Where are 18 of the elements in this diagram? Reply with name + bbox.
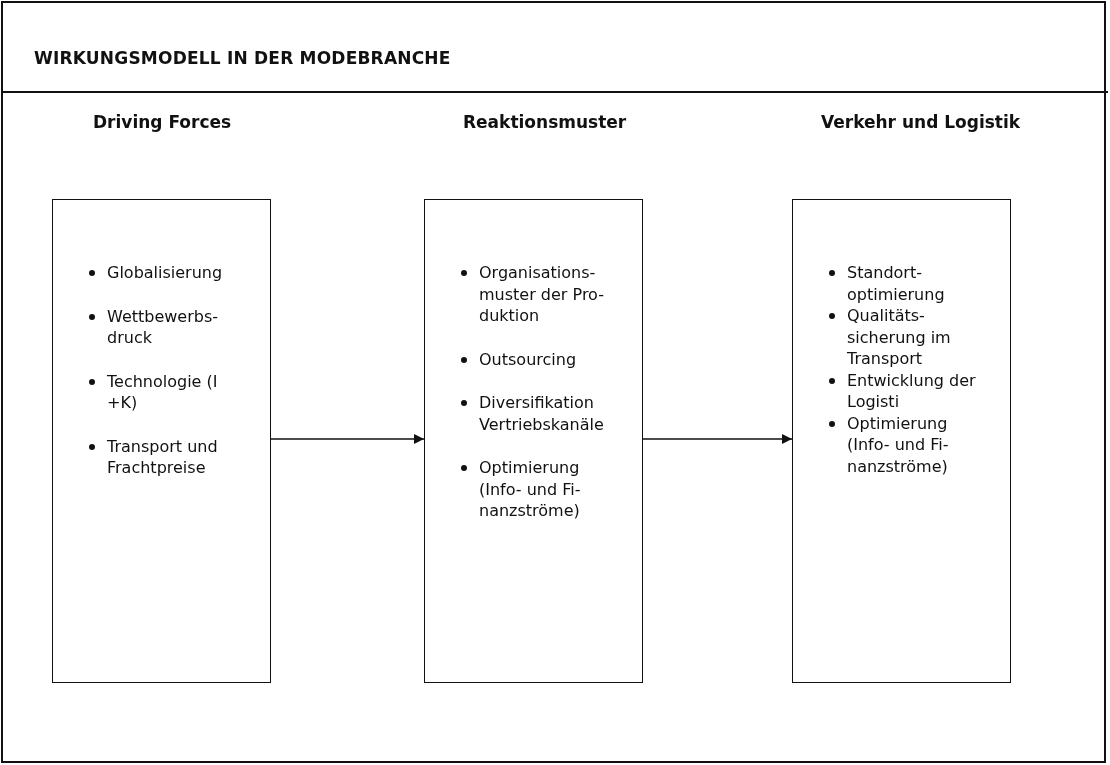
- bullet-item: Globalisierung: [107, 263, 223, 282]
- arrow: [270, 434, 425, 444]
- arrow: [642, 434, 793, 444]
- bullet-item: Diversifikation Vertriebskanäle: [479, 393, 604, 434]
- bullet-item: Standort- optimierung: [847, 263, 945, 304]
- bullet-item: Outsourcing: [479, 349, 577, 369]
- diagram-title: WIRKUNGSMODELL IN DER MODEBRANCHE: [34, 48, 451, 68]
- column-heading: Verkehr und Logistik: [821, 112, 1021, 132]
- bullet-item: Optimierung (Info- und Fi- nanzströme): [847, 413, 949, 476]
- bullet-item: Organisations- muster der Pro- duktion: [479, 263, 604, 325]
- bullet-item: Optimierung (Info- und Fi- nanzströme): [479, 458, 581, 520]
- bullet-item: Qualitäts- sicherung im Transport: [847, 306, 951, 368]
- bullet-item: Transport und Frachtpreise: [107, 436, 218, 477]
- column-heading: Reaktionsmuster: [463, 112, 627, 132]
- column-heading: Driving Forces: [93, 112, 232, 132]
- bullet-item: Entwicklung der Logisti: [847, 370, 976, 411]
- bullet-item: Technologie (I +K): [107, 371, 218, 412]
- bullet-item: Wettbewerbs- druck: [107, 306, 219, 347]
